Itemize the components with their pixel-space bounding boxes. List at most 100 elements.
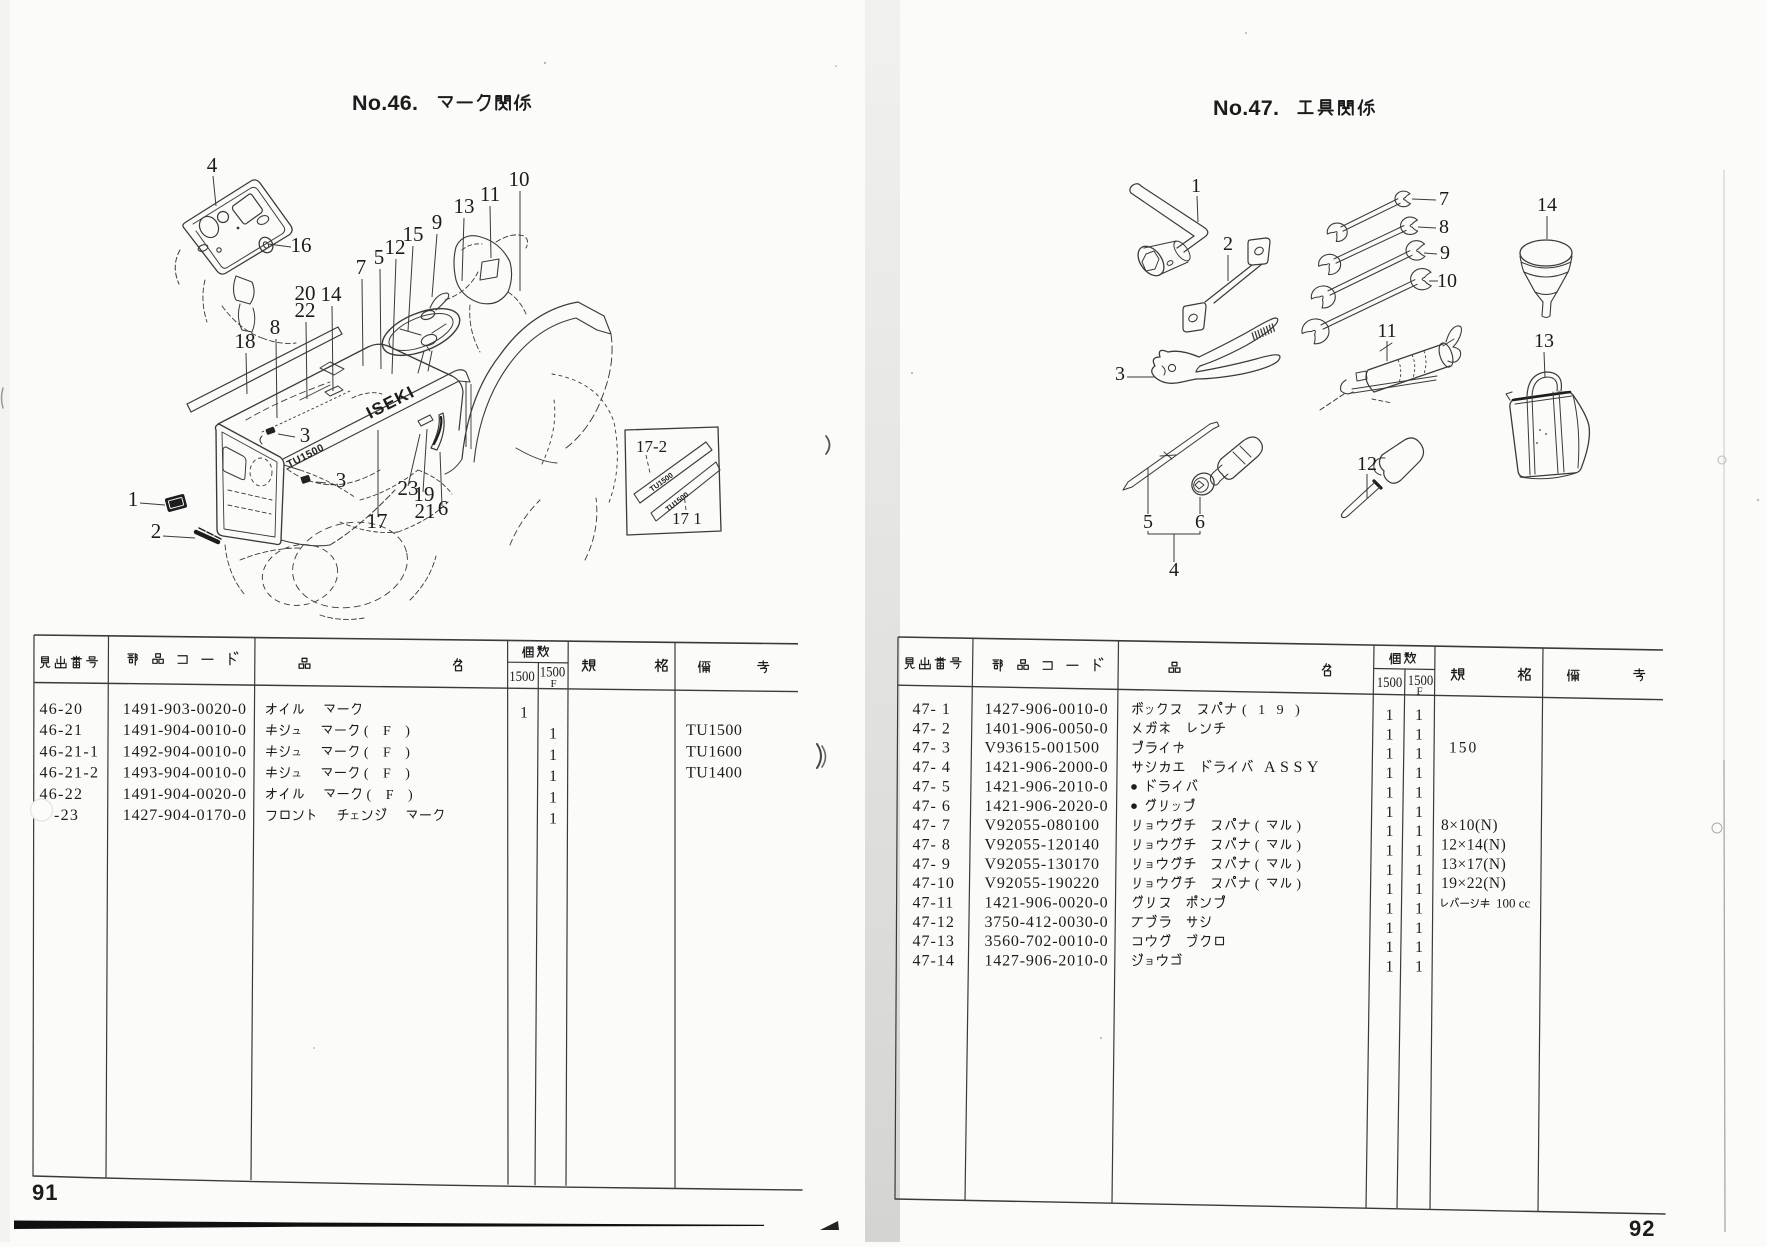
svg-text:1427-906-0010-0: 1427-906-0010-0 <box>985 701 1109 718</box>
svg-text:7: 7 <box>1439 188 1449 210</box>
svg-text:1: 1 <box>1386 784 1394 801</box>
svg-text:TU1400: TU1400 <box>686 765 742 782</box>
svg-text:1: 1 <box>1386 746 1394 763</box>
svg-text:1: 1 <box>1386 881 1394 898</box>
svg-text:(: ( <box>1255 838 1260 853</box>
svg-text:No.46.: No.46. <box>352 91 418 115</box>
svg-text:17: 17 <box>367 509 388 533</box>
svg-text:3560-702-0010-0: 3560-702-0010-0 <box>985 933 1109 950</box>
svg-text:2: 2 <box>151 519 162 543</box>
svg-text:3: 3 <box>300 423 311 447</box>
svg-text:1: 1 <box>1191 175 1201 197</box>
svg-text:( F ): ( F ) <box>367 788 419 803</box>
svg-text:6: 6 <box>1195 511 1205 533</box>
svg-text:1421-906-2000-0: 1421-906-2000-0 <box>985 759 1109 776</box>
svg-text:): ) <box>1296 877 1301 892</box>
svg-text:47-11: 47-11 <box>913 895 955 912</box>
svg-text:13: 13 <box>1534 330 1554 352</box>
svg-text:( F ): ( F ) <box>364 724 416 739</box>
svg-text:1: 1 <box>1415 862 1423 879</box>
svg-text:1: 1 <box>549 726 557 743</box>
svg-text:3750-412-0030-0: 3750-412-0030-0 <box>985 914 1109 931</box>
svg-text:12×14(N): 12×14(N) <box>1441 836 1506 853</box>
svg-text:1: 1 <box>1415 707 1423 724</box>
svg-text:6: 6 <box>438 496 449 520</box>
svg-text:11: 11 <box>1377 320 1396 342</box>
svg-text:): ) <box>1296 838 1301 853</box>
svg-text:-23: -23 <box>54 807 79 824</box>
svg-text:1500: 1500 <box>1377 675 1403 691</box>
svg-text:46-21: 46-21 <box>40 722 84 739</box>
svg-text:1: 1 <box>1415 804 1423 821</box>
svg-text:1: 1 <box>1386 862 1394 879</box>
svg-text:47-10: 47-10 <box>913 875 955 892</box>
svg-text:1: 1 <box>1415 823 1423 840</box>
svg-text:1401-906-0050-0: 1401-906-0050-0 <box>985 720 1109 737</box>
svg-text:1: 1 <box>1386 726 1394 743</box>
svg-text:1492-904-0010-0: 1492-904-0010-0 <box>123 743 247 760</box>
svg-text:V93615-001500: V93615-001500 <box>985 740 1100 757</box>
svg-text:1: 1 <box>1415 920 1423 937</box>
svg-text:8: 8 <box>1439 216 1449 238</box>
svg-text:( F ): ( F ) <box>364 767 416 782</box>
svg-text:150: 150 <box>1449 740 1478 757</box>
svg-text:47- 1: 47- 1 <box>913 701 951 718</box>
svg-text:2: 2 <box>1223 233 1233 255</box>
svg-text:1: 1 <box>1386 901 1394 918</box>
svg-text:1427-904-0170-0: 1427-904-0170-0 <box>123 807 247 824</box>
svg-text:4: 4 <box>207 153 218 177</box>
svg-text:( F ): ( F ) <box>364 745 416 760</box>
svg-text:TU1600: TU1600 <box>686 743 742 760</box>
svg-text:7: 7 <box>356 255 367 279</box>
svg-text:8: 8 <box>270 315 281 339</box>
svg-text:1: 1 <box>1415 765 1423 782</box>
svg-text:4: 4 <box>1169 559 1179 581</box>
svg-text:1: 1 <box>1386 920 1394 937</box>
svg-text:( 1 9 ): ( 1 9 ) <box>1242 703 1304 718</box>
svg-text:(: ( <box>1255 877 1260 892</box>
svg-text:1: 1 <box>1415 959 1423 976</box>
svg-text:16: 16 <box>291 233 312 257</box>
svg-text:11: 11 <box>480 182 500 206</box>
svg-text:1: 1 <box>1386 939 1394 956</box>
svg-text:17 1: 17 1 <box>672 509 702 528</box>
svg-text:V92055-080100: V92055-080100 <box>985 817 1100 834</box>
svg-text:10: 10 <box>1437 270 1457 292</box>
svg-text:13×17(N): 13×17(N) <box>1441 856 1506 873</box>
svg-text:1500: 1500 <box>509 669 535 685</box>
svg-text:V92055-130170: V92055-130170 <box>985 856 1100 873</box>
svg-text:5: 5 <box>1143 511 1153 533</box>
svg-text:1: 1 <box>1415 746 1423 763</box>
svg-text:V92055-120140: V92055-120140 <box>985 836 1100 853</box>
svg-text:V92055-190220: V92055-190220 <box>985 875 1100 892</box>
svg-text:91: 91 <box>32 1180 58 1205</box>
svg-text:13: 13 <box>454 194 475 218</box>
svg-text:47- 8: 47- 8 <box>913 836 951 853</box>
svg-text:1: 1 <box>1386 842 1394 859</box>
svg-text:8×10(N): 8×10(N) <box>1441 817 1498 834</box>
svg-text:47-13: 47-13 <box>913 933 955 950</box>
svg-text:1: 1 <box>549 789 557 806</box>
svg-text:100 cc: 100 cc <box>1496 896 1531 911</box>
svg-text:1: 1 <box>549 768 557 785</box>
svg-text:): ) <box>1296 858 1301 873</box>
svg-text:1: 1 <box>1386 804 1394 821</box>
svg-text:1493-904-0010-0: 1493-904-0010-0 <box>123 765 247 782</box>
svg-text:1: 1 <box>1415 939 1423 956</box>
svg-text:1: 1 <box>1415 842 1423 859</box>
svg-text:F: F <box>1416 686 1422 698</box>
svg-text:3: 3 <box>1115 363 1125 385</box>
svg-text:TU1500: TU1500 <box>686 722 742 739</box>
svg-text:21: 21 <box>415 499 436 523</box>
svg-text:F: F <box>550 678 556 690</box>
svg-text:47- 6: 47- 6 <box>913 798 951 815</box>
svg-text:47- 4: 47- 4 <box>913 759 951 776</box>
svg-text:46-21-1: 46-21-1 <box>40 743 100 760</box>
svg-text:47- 2: 47- 2 <box>913 720 951 737</box>
svg-text:1421-906-0020-0: 1421-906-0020-0 <box>985 895 1109 912</box>
svg-text:1: 1 <box>128 487 139 511</box>
svg-text:1: 1 <box>520 705 528 722</box>
svg-text:1: 1 <box>1386 823 1394 840</box>
svg-text:5: 5 <box>374 245 385 269</box>
svg-text:1491-904-0020-0: 1491-904-0020-0 <box>123 786 247 803</box>
